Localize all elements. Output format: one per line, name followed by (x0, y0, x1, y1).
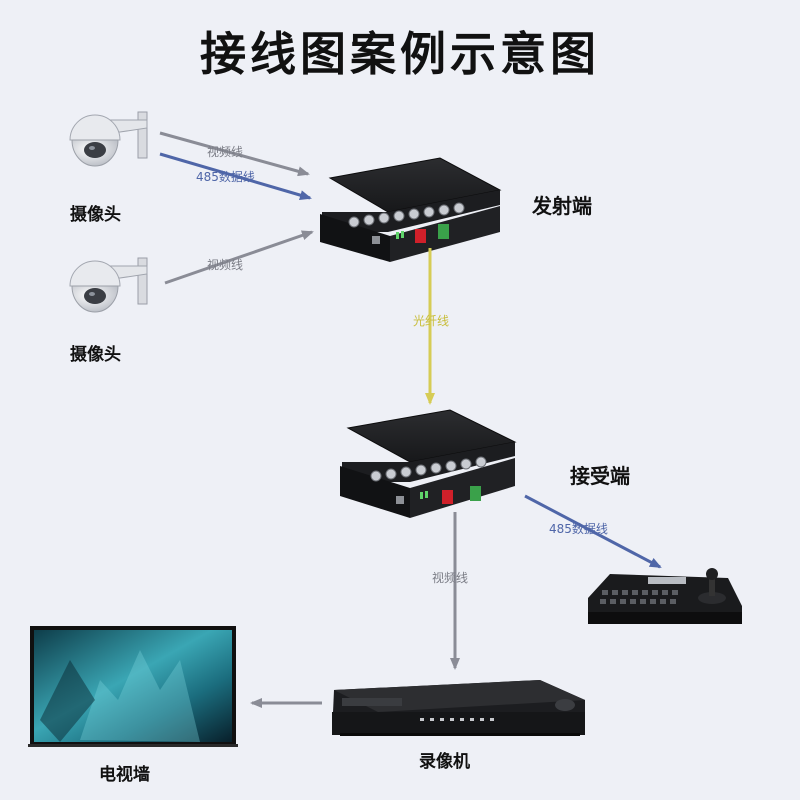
rx-485-wire-label: 485数据线 (549, 522, 608, 536)
fiber-wire-label: 光纤线 (413, 314, 450, 328)
camera-1-label: 摄像头 (70, 205, 121, 225)
tv-wall-label: 电视墙 (99, 765, 150, 785)
page-title: 接线图案例示意图 (200, 27, 600, 81)
cam1-video-arrow (159, 131, 310, 177)
cam1-video-wire-label: 视频线 (207, 145, 244, 159)
camera-1-icon (69, 111, 148, 167)
cam2-video-arrow (164, 230, 314, 285)
transmitter-label: 发射端 (532, 194, 592, 218)
receiver-device-icon (340, 409, 517, 518)
recorder-label: 录像机 (419, 752, 470, 772)
recorder-device-icon (332, 680, 585, 736)
receiver-label: 接受端 (570, 464, 630, 488)
cam1-485-wire-label: 485数据线 (196, 170, 255, 184)
tv-screen-icon (28, 626, 238, 747)
cam1-485-arrow (159, 152, 312, 200)
cam2-video-wire-label: 视频线 (207, 258, 244, 272)
rx-video-wire-label: 视频线 (432, 571, 469, 585)
camera-2-label: 摄像头 (70, 345, 121, 365)
rx-485-arrow (524, 494, 662, 569)
ptz-keyboard-icon (588, 568, 742, 624)
camera-2-icon (69, 257, 148, 313)
transmitter-device-icon (320, 157, 502, 262)
